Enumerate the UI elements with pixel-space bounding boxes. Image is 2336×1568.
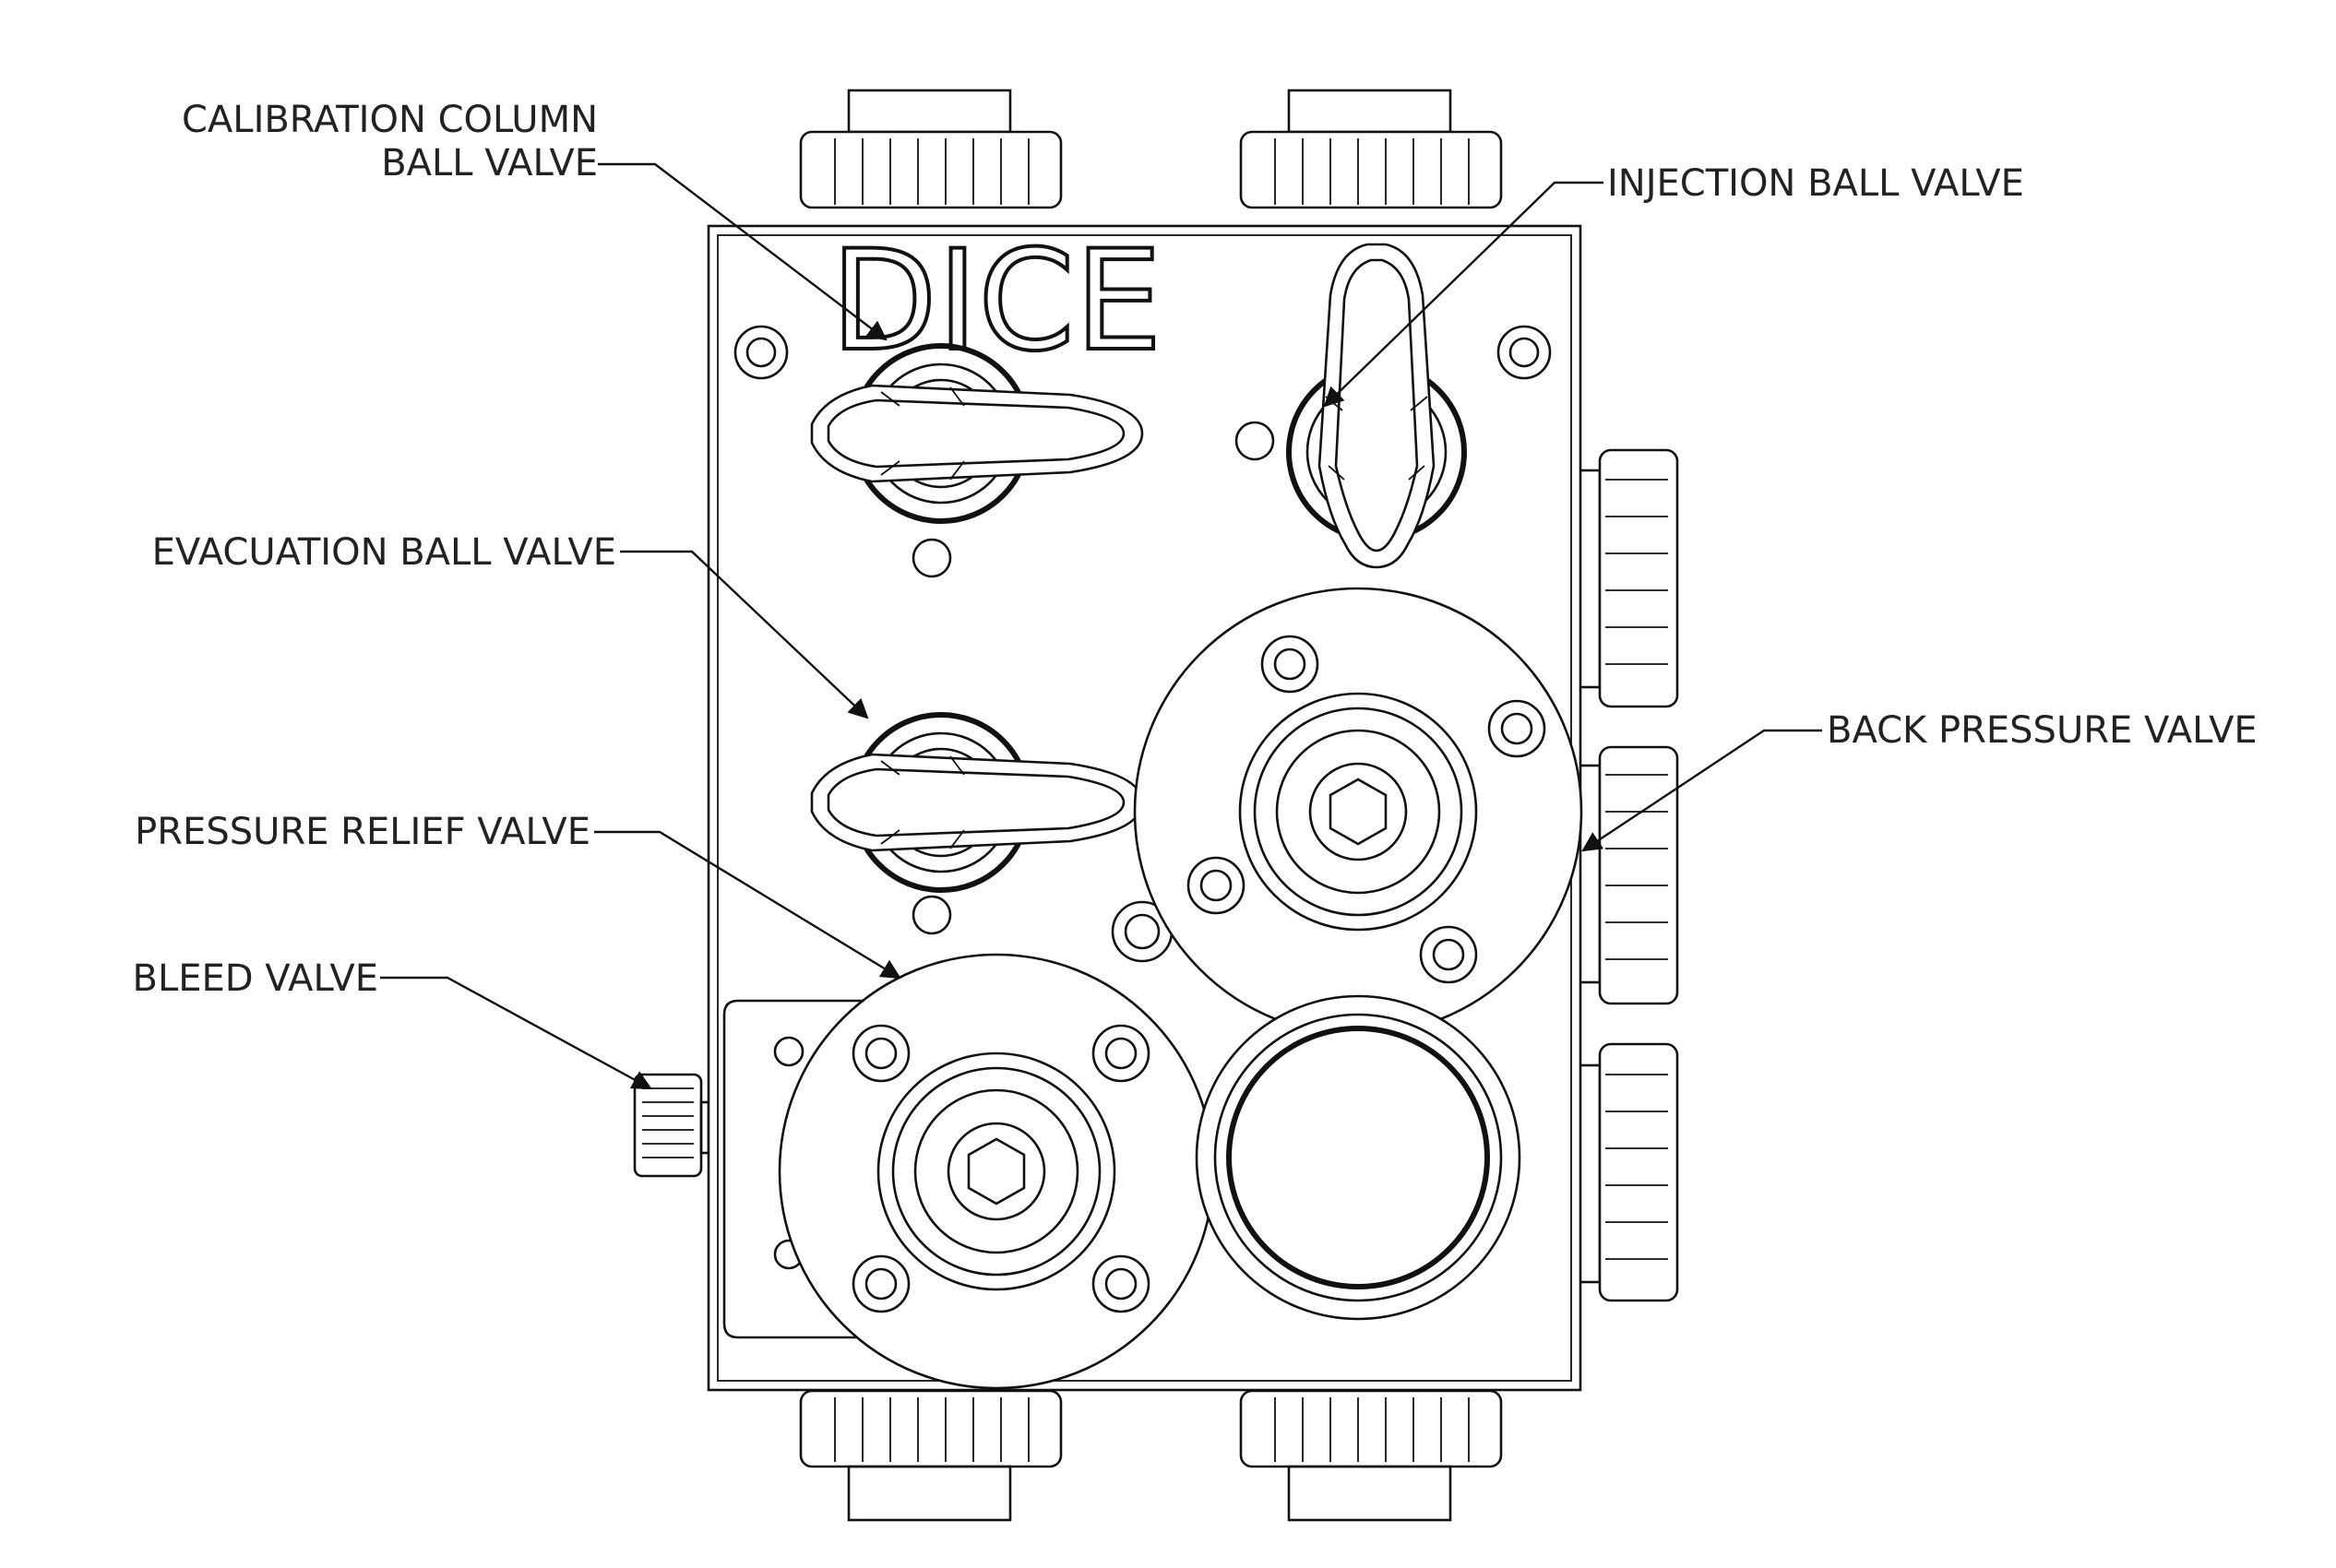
flange-bolt [1186,856,1245,915]
pressure-relief-valve [778,953,1215,1390]
right-fitting-bottom [1578,1042,1679,1302]
flange-bolt [852,1024,911,1083]
back-pressure-valve [1133,587,1583,1037]
sight-port [1195,994,1521,1321]
flange-bolt [1487,699,1546,758]
small-hole [912,895,952,935]
leader-calibration [598,162,888,341]
flange-bolt [1260,635,1319,694]
leader-injection [1323,181,1603,408]
leader-back-pressure [1581,729,1822,852]
label-calibration-line1: CALIBRATION COLUMN [182,99,598,141]
label-back-pressure: BACK PRESSURE VALVE [1827,709,2258,752]
dice-logo: DICE [830,221,1162,382]
flange-bolt [1091,1024,1150,1083]
bleed-valve-knob [633,1073,710,1178]
label-calibration-line2: BALL VALVE [381,142,598,184]
bottom-fitting-right [1239,1389,1503,1522]
mounting-hole-left [733,325,789,380]
top-fitting-right [1239,89,1503,209]
calibration-column-ball-valve [810,343,1144,524]
leader-bleed [380,976,652,1090]
leader-pressure-relief [594,830,901,980]
label-pressure-relief: PRESSURE RELIEF VALVE [135,811,590,853]
flange-bolt [1091,1254,1150,1313]
small-hole [1234,421,1275,461]
mounting-hole-right [1496,325,1552,380]
label-injection: INJECTION BALL VALVE [1607,162,2024,205]
right-fitting-middle [1578,745,1679,1005]
right-fitting-top [1578,448,1679,708]
flange-bolt [852,1254,911,1313]
bottom-fitting-left [799,1389,1063,1522]
top-fitting-left [799,89,1063,209]
label-evacuation: EVACUATION BALL VALVE [152,531,616,574]
injection-ball-valve [1286,243,1467,569]
small-hole [912,538,952,578]
label-bleed: BLEED VALVE [133,957,378,1000]
leader-evacuation [620,550,869,719]
flange-bolt [1419,925,1478,984]
